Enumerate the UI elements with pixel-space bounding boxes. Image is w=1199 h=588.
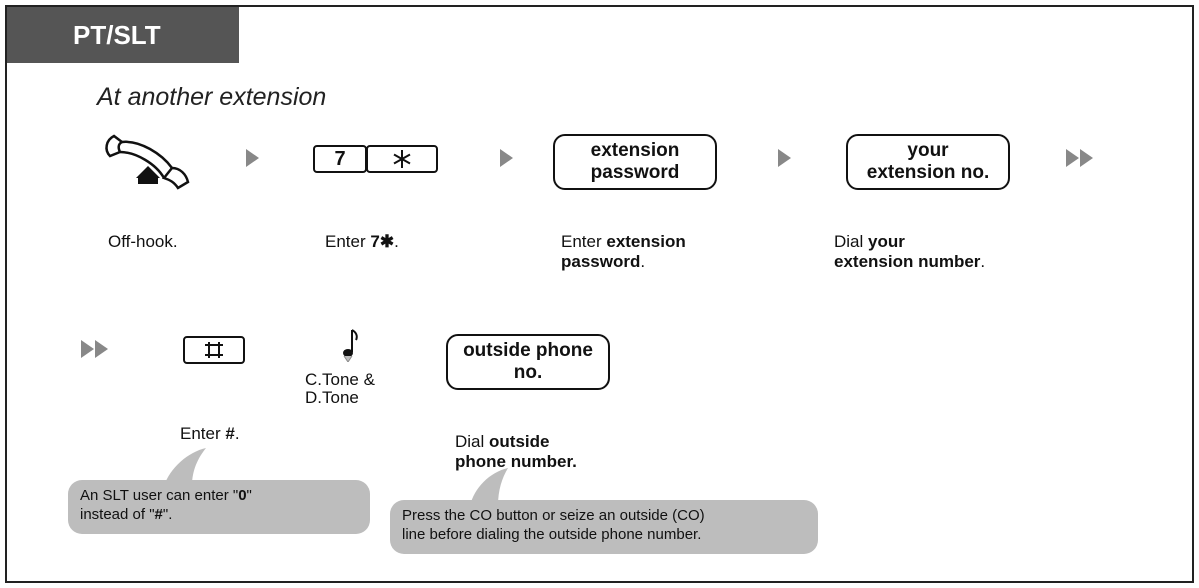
- caption-dial-extension: Dial your extension number.: [834, 232, 986, 271]
- tone-note-icon: [343, 329, 358, 362]
- step-arrow-icon: [778, 149, 791, 167]
- bubble-tail: [470, 468, 508, 506]
- outside-phone-number-box: outside phone no.: [446, 334, 610, 390]
- caption-enter-code: Enter 7✱.: [325, 232, 399, 251]
- caption-dial-outside: Dial outside phone number.: [455, 432, 577, 471]
- box-line: extension: [590, 140, 680, 161]
- dial-key-hash: [183, 336, 245, 364]
- hash-icon: [205, 342, 223, 358]
- box-line: no.: [513, 362, 543, 383]
- star-icon: [393, 150, 411, 168]
- bubble-tail: [164, 448, 206, 486]
- co-note-bubble: Press the CO button or seize an outside …: [390, 500, 818, 554]
- box-line: password: [590, 162, 680, 183]
- box-line: outside phone: [463, 340, 593, 361]
- mode-tab: PT/SLT: [7, 7, 239, 63]
- tone-label: C.Tone & D.Tone: [305, 370, 375, 407]
- dial-key-star: [366, 145, 438, 173]
- box-line: extension no.: [866, 162, 990, 183]
- dial-key-7: 7: [313, 145, 367, 173]
- slt-note-bubble: An SLT user can enter "0" instead of "#"…: [68, 480, 370, 534]
- step-arrow-icon: [246, 149, 259, 167]
- step-arrow-icon: [500, 149, 513, 167]
- caption-off-hook: Off-hook.: [108, 232, 178, 251]
- section-heading: At another extension: [97, 83, 327, 111]
- caption-enter-hash: Enter #.: [180, 424, 240, 443]
- your-extension-number-box: your extension no.: [846, 134, 1010, 190]
- off-hook-handset-icon: [105, 134, 190, 190]
- caption-enter-password: Enter extension password.: [561, 232, 686, 271]
- box-line: your: [907, 140, 949, 161]
- extension-password-box: extension password: [553, 134, 717, 190]
